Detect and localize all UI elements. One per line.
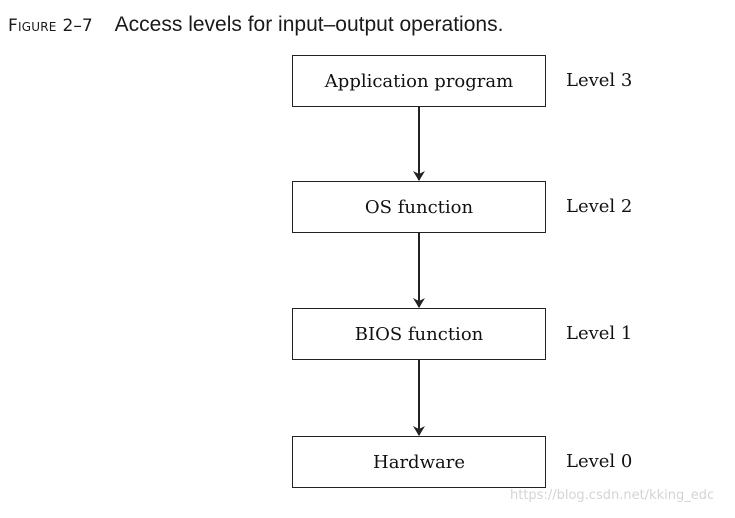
application-program-box: Application program xyxy=(292,55,546,107)
figure-title: Access levels for input–output operation… xyxy=(114,13,504,36)
figure-number: 2–7 xyxy=(62,16,93,36)
figure-label: Figure xyxy=(8,16,57,36)
level-2-label: Level 2 xyxy=(566,196,633,217)
level-0-label: Level 0 xyxy=(566,451,633,472)
level-1-label: Level 1 xyxy=(566,323,633,344)
level-3-label: Level 3 xyxy=(566,70,633,91)
watermark: https://blog.csdn.net/kking_edc xyxy=(510,488,715,503)
hardware-box: Hardware xyxy=(292,436,546,488)
os-function-box: OS function xyxy=(292,181,546,233)
bios-function-box: BIOS function xyxy=(292,308,546,360)
